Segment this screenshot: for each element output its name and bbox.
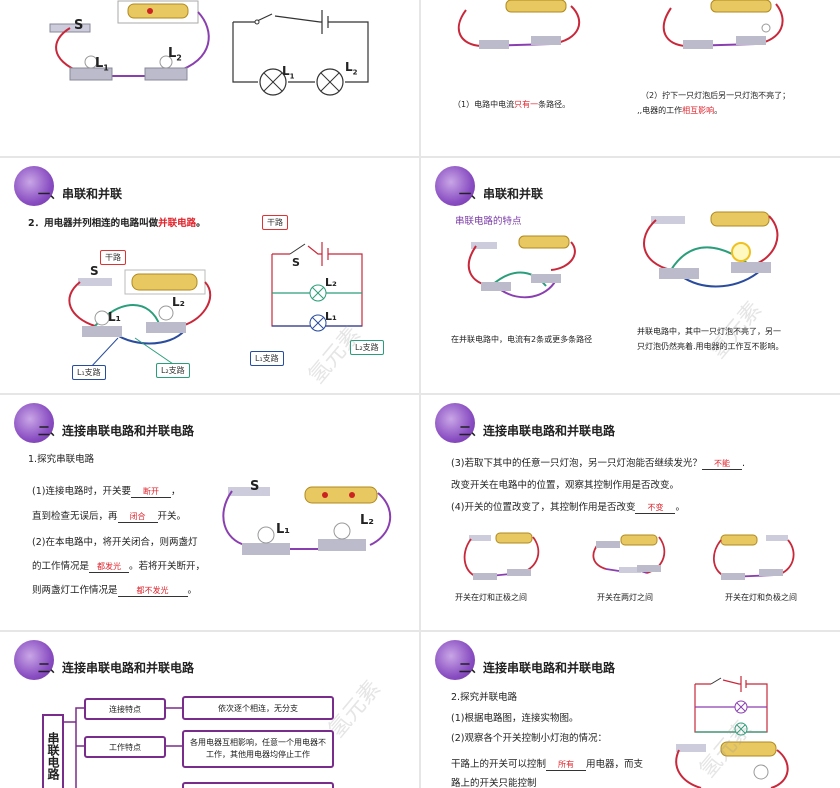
schematic-l1-label: L₁ <box>325 310 337 323</box>
next-feature-box <box>182 782 334 788</box>
parallel-note-line1: 并联电路中，其中一只灯泡不亮了，另一 <box>637 327 781 336</box>
circuit-variant-3 <box>713 534 795 580</box>
slide-parallel-definition[interactable]: 一、串联和并联 2．用电器并列相连的电路叫做并联电路。 <box>0 158 419 393</box>
slide-title: 二、连接串联电路和并联电路 <box>38 661 195 675</box>
parallel-schematic-and-photo <box>675 676 789 788</box>
circuit-variant-1 <box>463 532 540 580</box>
title-bullet-icon <box>435 403 475 443</box>
slide-title: 二、连接串联电路和并联电路 <box>459 424 616 438</box>
caption-switch-positive: 开关在灯和正极之间 <box>455 593 527 602</box>
lamp1-label: L₁ <box>276 522 290 537</box>
title-bullet-icon <box>435 640 475 680</box>
question-2-line2: 的工作情况是都发光。若将开关断开， <box>32 561 206 573</box>
switch-label: S <box>74 18 84 33</box>
slide-series-circuit-diagram[interactable]: S L1 L2 L1 L2 <box>0 0 419 156</box>
lamp2-label: L₂ <box>172 295 185 309</box>
slide-explore-series[interactable]: 二、连接串联电路和并联电路 1.探究串联电路 (1)连接电路时，开关要断开， 直… <box>0 395 419 630</box>
schematic-l1-branch-tag: L₁支路 <box>250 351 284 366</box>
series-note-path: （1）电路中电流只有一条路径。 <box>453 100 571 109</box>
title-bullet-icon <box>435 166 475 206</box>
slide-title: 二、连接串联电路和并联电路 <box>38 424 195 438</box>
step-label: 1.探究串联电路 <box>28 454 95 465</box>
series-circuit-label: 串联电路 <box>42 714 64 788</box>
caption-switch-between: 开关在两灯之间 <box>597 593 653 602</box>
question-3b: 改变开关在电路中的位置，观察其控制作用是否改变。 <box>451 480 680 491</box>
series-note-unscrew: （2）拧下一只灯泡后另一只灯泡不亮了； <box>641 91 791 100</box>
slide-title: 二、连接串联电路和并联电路 <box>459 661 616 675</box>
question-1: (1)连接电路时，开关要断开， <box>32 486 181 498</box>
series-circuit-illustration <box>49 0 369 96</box>
slide-title: 一、串联和并联 <box>38 187 123 201</box>
lamp1-label: L1 <box>95 56 109 73</box>
slide-series-features-partial[interactable]: （1）电路中电流只有一条路径。 （2）拧下一只灯泡后另一只灯泡不亮了； ‚‚电器… <box>421 0 840 156</box>
schematic-main-tag: 干路 <box>262 215 288 230</box>
slide-switch-position[interactable]: 二、连接串联电路和并联电路 (3)若取下其中的任意一只灯泡，另一只灯泡能否继续发… <box>421 395 840 630</box>
schematic-l2-branch-tag: L₂支路 <box>350 340 384 355</box>
connection-feature-key: 连接特点 <box>84 698 166 720</box>
slide-explore-parallel[interactable]: 二、连接串联电路和并联电路 2.探究并联电路 (1)根据电路图，连接实物图。 (… <box>421 632 840 788</box>
schematic-l1-label: L1 <box>282 64 295 81</box>
l2-branch-tag: L₂支路 <box>156 363 190 378</box>
title-bullet-icon <box>14 403 54 443</box>
main-circuit-tag: 干路 <box>100 250 126 265</box>
switch-position-photos <box>463 532 795 580</box>
instruction-1: (1)根据电路图，连接实物图。 <box>451 713 579 724</box>
title-bullet-icon <box>14 166 54 206</box>
schematic-l2-label: L₂ <box>325 276 337 289</box>
connection-feature-value: 依次逐个相连，无分支 <box>182 696 334 720</box>
parallel-circuit-photos <box>467 211 779 299</box>
title-bullet-icon <box>14 640 54 680</box>
parallel-note-line2: 只灯泡仍然亮着.用电器的工作互不影响。 <box>637 342 784 351</box>
subtitle: 串联电路的特点 <box>455 216 522 227</box>
working-feature-value: 各用电器互相影响，任意一个用电器不工作，其他用电器均停止工作 <box>182 730 334 768</box>
series-circuit-photos <box>457 0 784 49</box>
lamp2-label: L2 <box>168 46 182 63</box>
series-note-affect: ‚‚电器的工作相互影响。 <box>637 106 723 115</box>
lamp1-label: L₁ <box>108 310 121 324</box>
parallel-definition: 2．用电器并列相连的电路叫做并联电路。 <box>28 218 206 229</box>
circuit-variant-2 <box>592 534 666 574</box>
working-feature-key: 工作特点 <box>84 736 166 758</box>
instruction-2: (2)观察各个开关控制小灯泡的情况： <box>451 733 607 744</box>
question-2-line3: 则两盏灯工作情况是都不发光。 <box>32 585 198 597</box>
lamp2-label: L₂ <box>360 513 374 528</box>
parallel-note-paths: 在并联电路中，电流有2条或更多条路径 <box>451 335 593 344</box>
caption-switch-negative: 开关在灯和负极之间 <box>725 593 797 602</box>
series-circuit-photo <box>222 486 392 555</box>
question-1b: 直到检查无误后，再闭合开关。 <box>32 511 187 523</box>
instruction-3: 干路上的开关可以控制所有用电器，而支 <box>451 759 644 771</box>
schematic-switch-label: S <box>292 256 300 269</box>
instruction-4: 路上的开关只能控制 <box>451 778 537 788</box>
question-2-line1: (2)在本电路中，将开关闭合，则两盏灯 <box>32 537 198 548</box>
question-4: (4)开关的位置改变了，其控制作用是否改变不变。 <box>451 502 685 514</box>
schematic-l2-label: L2 <box>345 60 358 77</box>
switch-label: S <box>90 264 99 278</box>
l1-branch-tag: L₁支路 <box>72 365 106 380</box>
switch-label: S <box>250 479 260 494</box>
slide-series-summary[interactable]: 二、连接串联电路和并联电路 串联电路 连接特点 依次逐个相连，无分支 工作特点 … <box>0 632 419 788</box>
question-3: (3)若取下其中的任意一只灯泡，另一只灯泡能否继续发光？不能. <box>451 458 745 470</box>
parallel-circuit-illustration <box>68 242 363 369</box>
step-label: 2.探究并联电路 <box>451 692 518 703</box>
slide-parallel-features[interactable]: 一、串联和并联 串联电路的特点 在并联电路中，电流有2条或更多条路径 并联电路中… <box>421 158 840 393</box>
summary-connectors <box>64 707 182 788</box>
slide-title: 一、串联和并联 <box>459 187 544 201</box>
